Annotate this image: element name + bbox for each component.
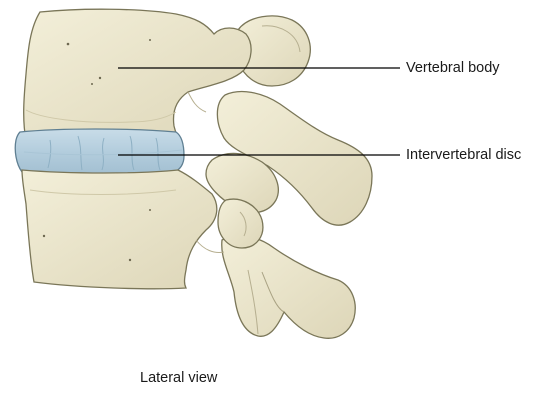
vertebral-body-label: Vertebral body — [406, 60, 500, 76]
view-caption: Lateral view — [140, 370, 217, 386]
intervertebral-disc-label: Intervertebral disc — [406, 147, 521, 163]
upper-vertebral-body — [24, 9, 251, 140]
lower-spinous-process — [222, 236, 355, 338]
lower-vertebral-body — [22, 170, 217, 289]
